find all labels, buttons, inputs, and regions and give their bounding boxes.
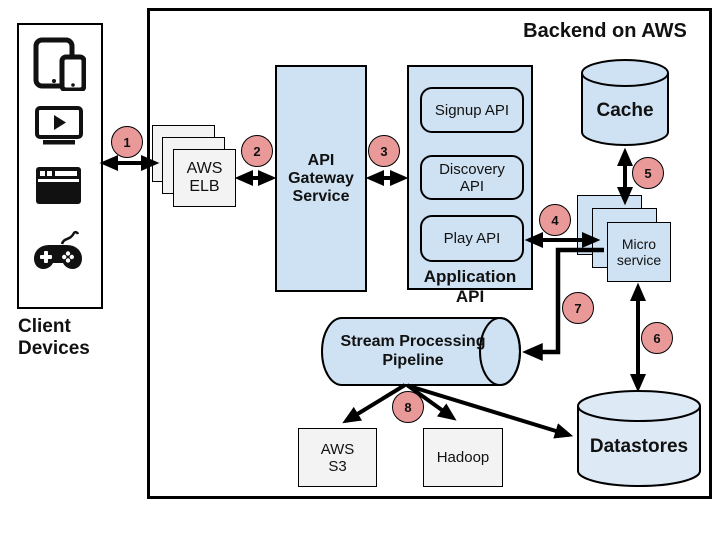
application-api-label: Application API (423, 267, 517, 307)
signup-api-node: Signup API (420, 87, 524, 133)
tablet-phone-icon (33, 37, 86, 91)
game-controller-icon (34, 230, 82, 269)
client-devices-box (17, 23, 103, 309)
play-api-node: Play API (420, 215, 524, 262)
step-marker-5: 5 (632, 157, 664, 189)
stream-pipeline-label: Stream Processing Pipeline (340, 333, 486, 370)
step-marker-8: 8 (392, 391, 424, 423)
api-gateway-node: API Gateway Service (275, 65, 367, 292)
play-api-label: Play API (443, 230, 501, 247)
step-marker-1: 1 (111, 126, 143, 158)
microservice-node: Micro service (607, 222, 671, 282)
aws-s3-label: AWS S3 (320, 440, 355, 475)
cache-label: Cache (596, 100, 654, 121)
tv-player-icon (35, 106, 83, 145)
step-marker-4: 4 (539, 204, 571, 236)
backend-title: Backend on AWS (523, 20, 687, 42)
client-devices-label: Client Devices (18, 316, 90, 359)
application-api-group: Signup API Discovery API Play API Applic… (407, 65, 533, 306)
step-marker-6: 6 (641, 322, 673, 354)
step-marker-3: 3 (368, 135, 400, 167)
elb-label: AWS ELB (186, 160, 223, 195)
hadoop-node: Hadoop (423, 428, 503, 487)
api-gateway-label: API Gateway Service (288, 151, 354, 205)
microservice-label: Micro service (616, 236, 662, 268)
hadoop-label: Hadoop (436, 449, 490, 466)
elb-node: AWS ELB (173, 149, 236, 207)
browser-window-icon (36, 167, 81, 204)
discovery-api-label: Discovery API (439, 160, 505, 195)
discovery-api-node: Discovery API (420, 155, 524, 200)
aws-s3-node: AWS S3 (298, 428, 377, 487)
datastores-label: Datastores (589, 436, 689, 457)
step-marker-2: 2 (241, 135, 273, 167)
step-marker-7: 7 (562, 292, 594, 324)
signup-api-label: Signup API (434, 101, 510, 119)
